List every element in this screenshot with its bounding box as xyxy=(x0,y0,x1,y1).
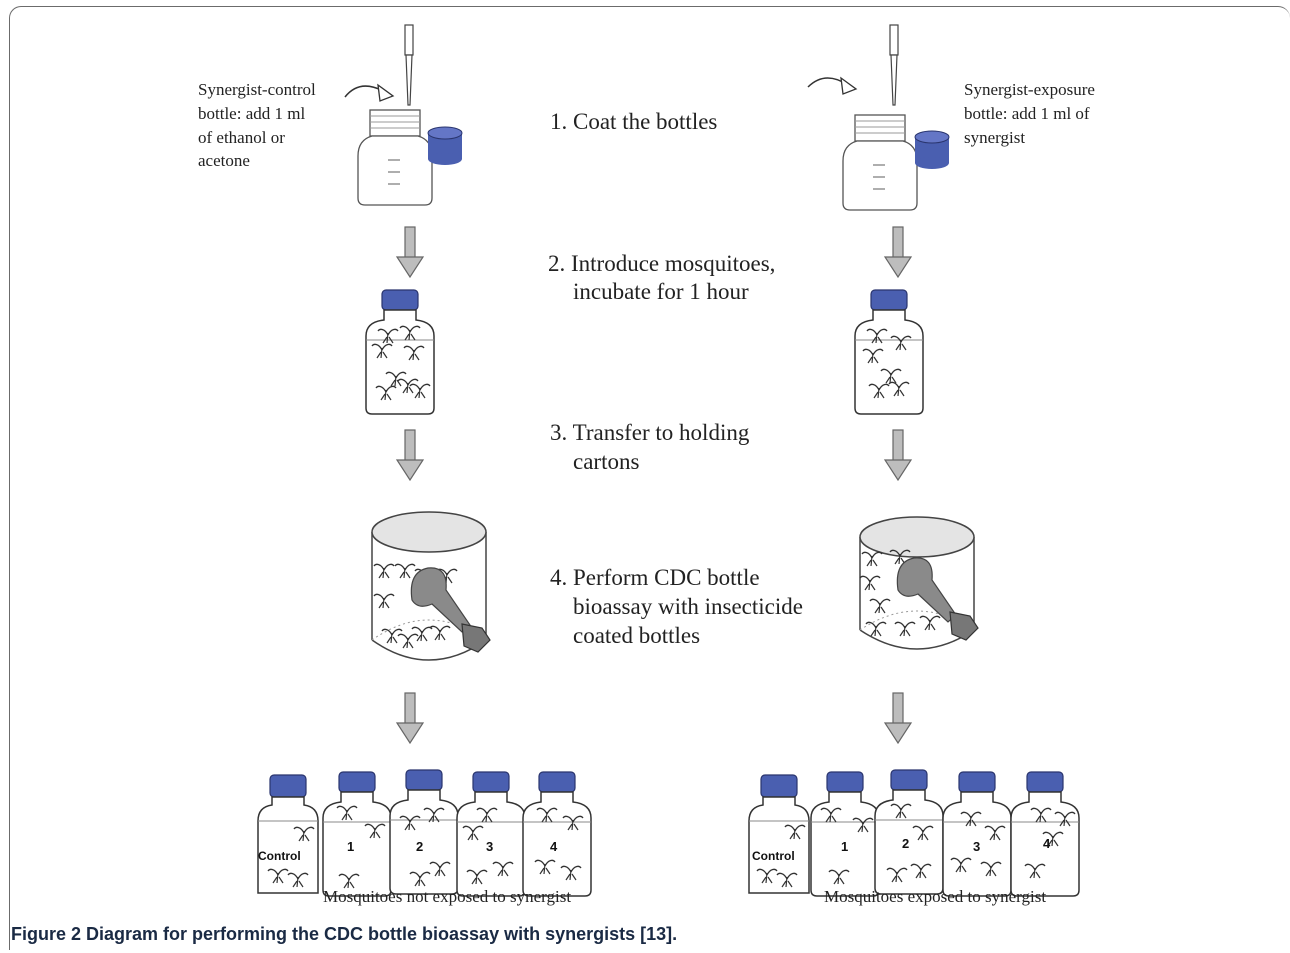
right-group-label: Mosquitoes exposed to synergist xyxy=(824,887,1046,906)
left-bottle-2-icon xyxy=(389,769,459,895)
right-bottle-label-4: 4 xyxy=(1043,836,1051,851)
left-bottle-4-icon xyxy=(522,771,592,897)
left-note-line-4: acetone xyxy=(198,151,250,170)
right-note-line-2: bottle: add 1 ml of xyxy=(964,104,1090,123)
right-down-arrow-3-icon xyxy=(884,692,912,744)
left-note: Synergist-control bottle: add 1 ml of et… xyxy=(198,80,316,170)
right-coating-bottle-icon xyxy=(842,114,918,211)
right-down-arrow-1-icon xyxy=(884,226,912,278)
left-note-line-3: of ethanol or xyxy=(198,128,285,147)
left-bottle-label-3: 3 xyxy=(486,839,493,854)
step-4-line-2: bioassay with insecticide xyxy=(573,594,803,619)
right-bottle-label-2: 2 xyxy=(902,836,909,851)
step-2-line-1: 2. Introduce mosquitoes, xyxy=(548,251,775,276)
figure-frame xyxy=(8,6,1290,950)
right-note-line-1: Synergist-exposure xyxy=(964,80,1095,99)
step-2: 2. Introduce mosquitoes, incubate for 1 … xyxy=(548,251,775,304)
right-control-bottle-icon xyxy=(748,774,810,894)
right-holding-carton-icon xyxy=(859,516,979,650)
step-1: 1. Coat the bottles xyxy=(550,109,717,134)
left-bottle-label-control: Control xyxy=(258,849,301,863)
right-bottle-label-3: 3 xyxy=(973,839,980,854)
right-down-arrow-2-icon xyxy=(884,429,912,481)
left-pipette-icon xyxy=(404,24,414,106)
step-3: 3. Transfer to holding cartons xyxy=(550,420,750,474)
right-bottle-2-icon xyxy=(874,769,944,895)
left-bottle-3-icon xyxy=(456,771,526,897)
left-control-bottle-icon xyxy=(257,774,319,894)
left-down-arrow-1-icon xyxy=(396,226,424,278)
right-note: Synergist-exposure bottle: add 1 ml of s… xyxy=(964,80,1095,147)
right-bottle-label-control: Control xyxy=(752,849,795,863)
left-group-label: Mosquitoes not exposed to synergist xyxy=(323,887,571,906)
left-note-line-1: Synergist-control xyxy=(198,80,316,99)
left-bottle-label-1: 1 xyxy=(347,839,354,854)
right-incubation-bottle-icon xyxy=(854,289,924,415)
left-bottle-label-4: 4 xyxy=(550,839,558,854)
left-coating-bottle-icon xyxy=(357,109,433,206)
left-cap-icon xyxy=(427,126,463,165)
right-pipette-icon xyxy=(889,24,899,106)
step-4-line-3: coated bottles xyxy=(573,623,700,648)
left-down-arrow-3-icon xyxy=(396,692,424,744)
left-bottle-label-2: 2 xyxy=(416,839,423,854)
right-bottle-row: Control 1 2 3 4 Mosquitoes exposed to sy… xyxy=(748,769,1080,906)
left-curved-arrowhead-icon xyxy=(377,83,395,102)
step-3-line-1: 3. Transfer to holding xyxy=(550,420,750,445)
left-incubation-bottle-icon xyxy=(365,289,435,415)
right-note-line-3: synergist xyxy=(964,128,1025,147)
left-bottle-1-icon xyxy=(322,771,392,897)
step-1-text: 1. Coat the bottles xyxy=(550,109,717,134)
left-note-line-2: bottle: add 1 ml xyxy=(198,104,305,123)
step-3-line-2: cartons xyxy=(573,449,639,474)
right-bottle-label-1: 1 xyxy=(841,839,848,854)
step-4-line-1: 4. Perform CDC bottle xyxy=(550,565,760,590)
figure-caption: Figure 2 Diagram for performing the CDC … xyxy=(11,924,678,944)
right-cap-icon xyxy=(914,130,950,169)
step-2-line-2: incubate for 1 hour xyxy=(573,279,749,304)
right-bottle-3-icon xyxy=(942,771,1012,897)
right-bottle-4-icon xyxy=(1010,771,1080,897)
step-4: 4. Perform CDC bottle bioassay with inse… xyxy=(550,565,803,648)
left-holding-carton-icon xyxy=(371,511,491,661)
left-bottle-row: Control 1 2 3 4 Mosquitoes not exposed t… xyxy=(257,769,592,906)
left-down-arrow-2-icon xyxy=(396,429,424,481)
right-bottle-1-icon xyxy=(810,771,880,897)
right-curved-arrowhead-icon xyxy=(840,76,858,95)
